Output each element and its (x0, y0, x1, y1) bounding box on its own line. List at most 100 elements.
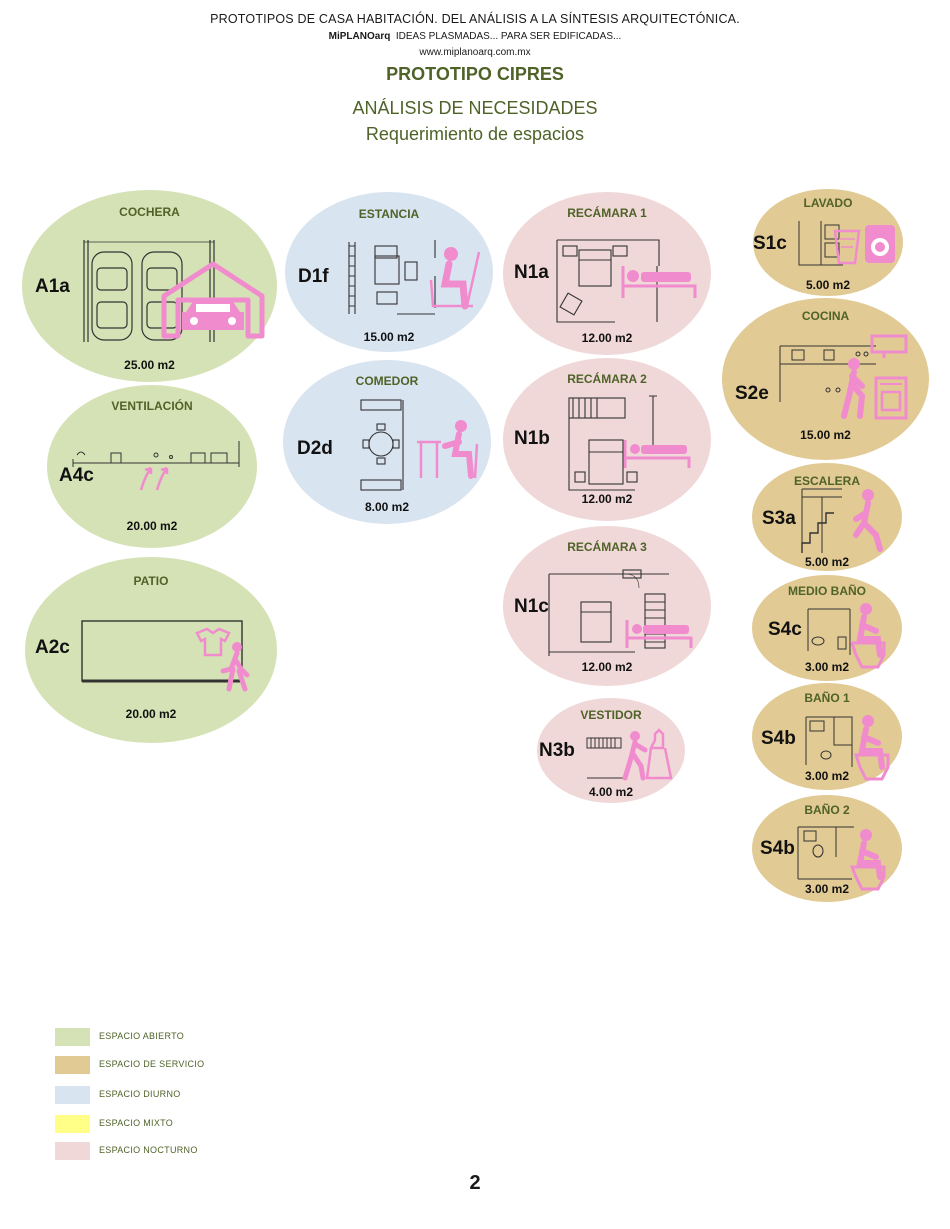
space-area: 5.00 m2 (805, 278, 851, 292)
website: www.miplanoarq.com.mx (419, 47, 531, 58)
space-estancia: ESTANCIA D1f 15.00 m2 (285, 192, 493, 352)
space-code: S4b (761, 728, 796, 749)
washing-machine-icon (833, 221, 897, 267)
space-code: N3b (539, 740, 575, 761)
comedor-plan (357, 396, 417, 496)
space-name: BAÑO 2 (804, 803, 850, 817)
escalera-plan (798, 487, 848, 557)
space-area: 4.00 m2 (588, 785, 634, 799)
space-lavado: LAVADO S1c 5.00 m2 (753, 189, 903, 296)
person-dining-icon (415, 420, 485, 480)
medio-bano-plan (806, 607, 852, 657)
space-patio: PATIO A2c 20.00 m2 (25, 557, 277, 743)
space-name: ESCALERA (793, 474, 860, 488)
space-name: PATIO (133, 574, 169, 588)
space-area: 12.00 m2 (581, 660, 633, 674)
brand-tagline: IDEAS PLASMADAS... PARA SER EDIFICADAS..… (395, 31, 622, 42)
person-dress-icon (617, 728, 677, 782)
space-name: COMEDOR (355, 374, 419, 388)
space-area: 3.00 m2 (804, 660, 850, 674)
space-area: 12.00 m2 (581, 492, 633, 506)
space-area: 15.00 m2 (800, 428, 851, 442)
patio-plan (80, 617, 270, 692)
space-area: 5.00 m2 (804, 555, 850, 569)
space-name: RECÁMARA 3 (567, 540, 647, 554)
space-escalera: ESCALERA S3a 5.00 m2 (752, 463, 902, 571)
legend-swatch (55, 1028, 90, 1046)
page-number: 2 (469, 1172, 481, 1194)
space-code: A4c (59, 465, 94, 486)
space-code: S4b (760, 838, 795, 859)
legend-label: ESPACIO DIURNO (99, 1089, 181, 1099)
space-code: N1a (514, 262, 549, 283)
analysis-title: ANÁLISIS DE NECESIDADES (352, 98, 598, 118)
space-code: D1f (298, 266, 329, 287)
space-area: 25.00 m2 (124, 358, 175, 372)
space-code: N1b (514, 428, 550, 449)
space-cochera: COCHERA A1a 25.00 m2 (22, 190, 277, 382)
space-bano2: BAÑO 2 S4b 3.00 m2 (752, 795, 902, 902)
space-name: COCINA (801, 309, 850, 323)
legend-label: ESPACIO MIXTO (99, 1118, 174, 1128)
space-recamara1: RECÁMARA 1 N1a 12.00 m2 (503, 192, 711, 355)
legend-swatch (55, 1142, 90, 1160)
space-area: 3.00 m2 (804, 769, 850, 783)
space-area: 20.00 m2 (126, 519, 178, 533)
requirement-subtitle: Requerimiento de espacios (365, 124, 585, 144)
space-comedor: COMEDOR D2d 8.00 m2 (283, 360, 491, 524)
estancia-plan (347, 236, 437, 316)
space-name: RECÁMARA 1 (567, 206, 647, 220)
bano1-plan (804, 715, 854, 769)
person-bed-icon (623, 618, 695, 654)
vestidor-plan (585, 734, 625, 784)
space-name: RECÁMARA 2 (567, 372, 647, 386)
space-medio-bano: MEDIO BAÑO S4c 3.00 m2 (752, 575, 902, 681)
space-area: 8.00 m2 (364, 500, 410, 514)
ventilacion-plan (71, 435, 241, 495)
person-armchair-icon (423, 244, 483, 312)
person-stairs-icon (848, 487, 888, 557)
person-stove-icon (840, 330, 914, 422)
space-code: S3a (762, 508, 796, 529)
document-title: PROTOTIPOS DE CASA HABITACIÓN. DEL ANÁLI… (210, 12, 740, 26)
bano2-plan (796, 825, 856, 885)
space-code: A2c (35, 637, 70, 658)
brand-line: MiPLANOarq IDEAS PLASMADAS... PARA SER E… (0, 31, 950, 42)
person-toilet-icon (852, 713, 896, 783)
space-name: VENTILACIÓN (111, 399, 193, 413)
space-recamara3: RECÁMARA 3 N1c 12.00 m2 (503, 526, 711, 686)
space-code: S4c (768, 619, 802, 640)
space-name: ESTANCIA (358, 207, 420, 221)
space-code: D2d (297, 438, 333, 459)
person-bed-icon (619, 264, 699, 304)
space-code: S2e (735, 383, 769, 404)
person-toilet-icon (848, 601, 894, 671)
space-area: 12.00 m2 (581, 331, 633, 345)
person-toilet-icon (848, 827, 892, 891)
space-cocina: COCINA S2e 15.00 m2 (722, 298, 929, 460)
prototype-title: PROTOTIPO CIPRES (386, 64, 564, 84)
legend-swatch (55, 1086, 90, 1104)
space-name: COCHERA (119, 205, 180, 219)
person-bed-icon (621, 438, 693, 474)
space-area: 3.00 m2 (804, 882, 850, 896)
recamara3-plan (545, 568, 675, 658)
person-laundry-icon (195, 627, 255, 692)
space-name: LAVADO (803, 196, 853, 210)
space-name: MEDIO BAÑO (788, 584, 866, 598)
space-recamara2: RECÁMARA 2 N1b 12.00 m2 (503, 358, 711, 521)
legend-swatch (55, 1056, 90, 1074)
space-code: S1c (753, 233, 787, 254)
brand-name: MiPLANOarq (328, 31, 391, 42)
space-area: 15.00 m2 (363, 330, 415, 344)
space-bano1: BAÑO 1 S4b 3.00 m2 (752, 683, 902, 790)
space-name: VESTIDOR (580, 708, 642, 722)
legend-label: ESPACIO DE SERVICIO (99, 1059, 205, 1069)
recamara2-plan (565, 394, 665, 494)
legend-swatch (55, 1115, 90, 1133)
space-code: A1a (35, 276, 70, 297)
garage-car-icon (158, 260, 268, 340)
space-name: BAÑO 1 (804, 691, 850, 705)
legend-label: ESPACIO NOCTURNO (99, 1145, 198, 1155)
legend-label: ESPACIO ABIERTO (99, 1031, 185, 1041)
